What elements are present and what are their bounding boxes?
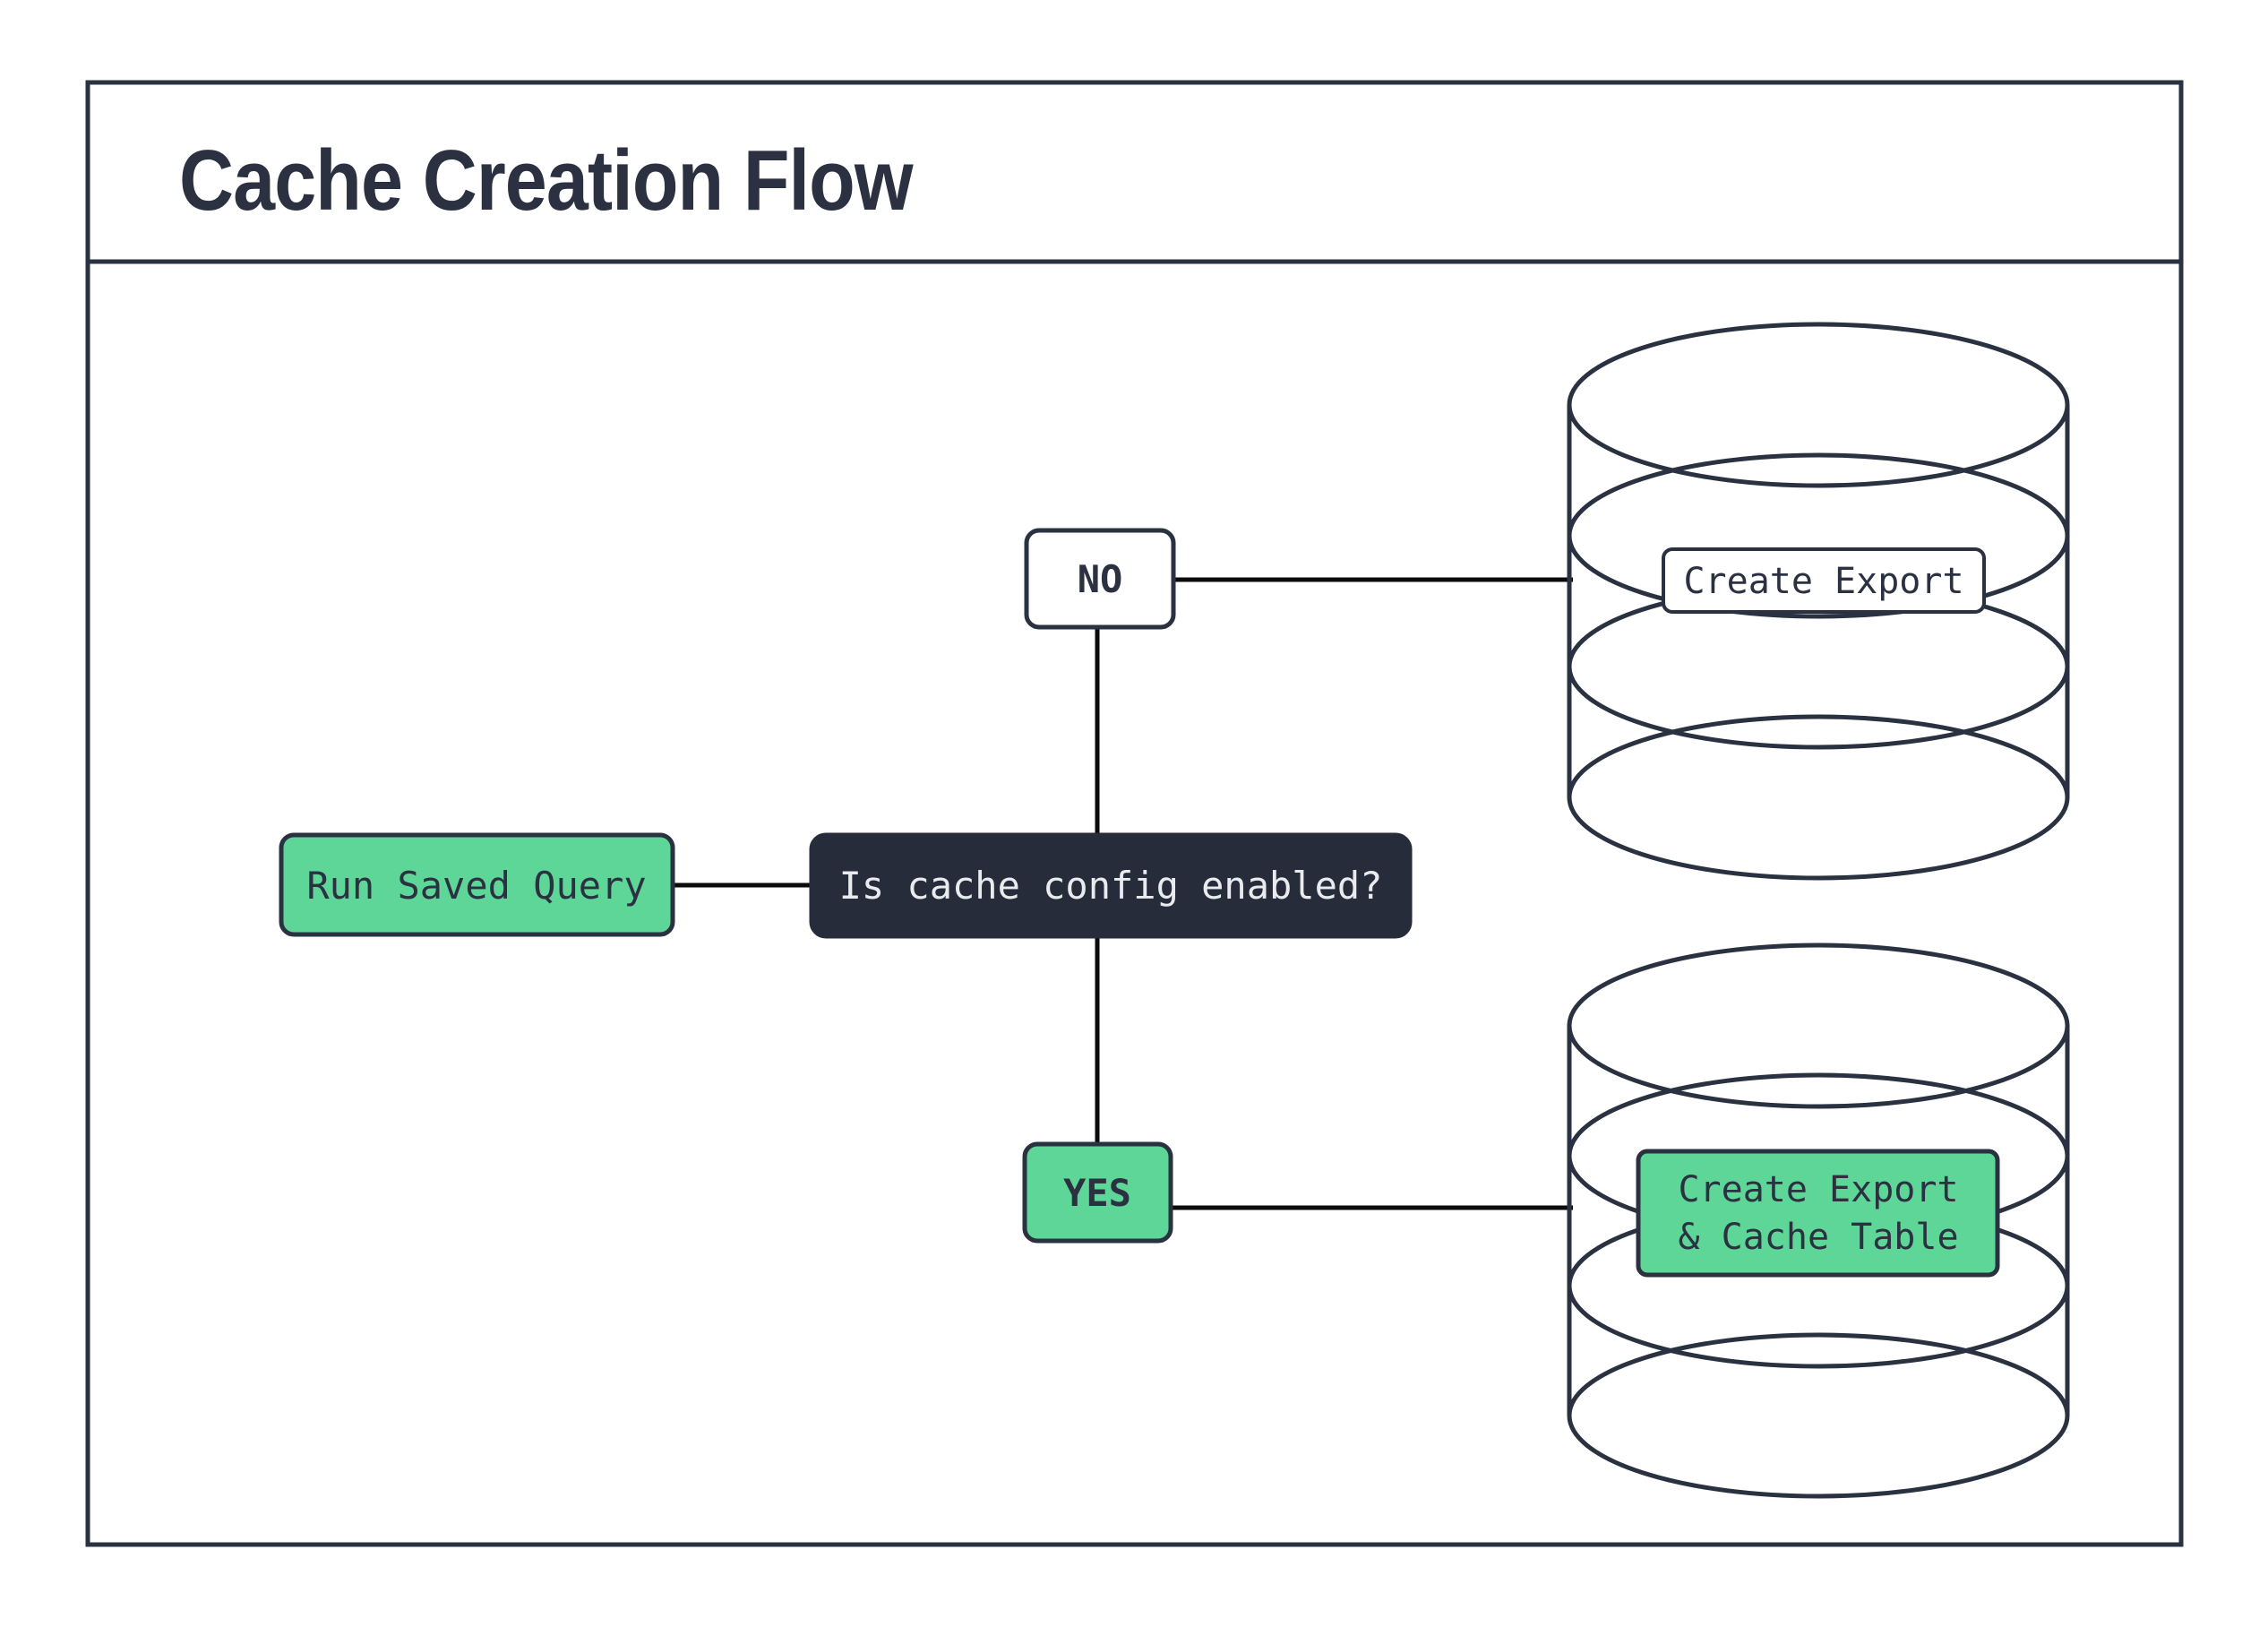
branch-no-box [1024,528,1176,630]
create-export-cache-table-label-box [1636,1149,2000,1278]
decision-node: Is cache config enabled? [809,832,1413,939]
create-export-cache-table-label-line1: Create Export [1678,1169,1958,1210]
decision-label: Is cache config enabled? [839,864,1383,908]
cylinder-top-ellipse [1567,322,2070,488]
branch-no-node: NO [1024,528,1176,630]
branch-yes-label: YES [1063,1171,1131,1215]
cylinder-disk [1567,452,2070,619]
database-cylinder-export: Create Export [1567,322,2070,881]
create-export-label: Create Export [1683,561,1963,602]
database-cylinder-cache: Create Export & Cache Table [1567,943,2070,1499]
cylinder-top-ellipse [1567,943,2070,1109]
cylinder-disk [1567,714,2070,881]
create-export-label-box [1662,547,1986,614]
run-saved-query-box [279,832,675,937]
diagram-frame [85,80,2184,1547]
create-export-cache-table-label-line2: & Cache Table [1678,1217,1958,1258]
decision-box [809,832,1413,939]
branch-no-label: NO [1078,557,1123,601]
branch-yes-box [1022,1141,1173,1244]
page-title: Cache Creation Flow [179,133,914,228]
run-saved-query-label: Run Saved Query [306,864,646,908]
cylinder-disk [1567,1332,2070,1499]
run-saved-query-node: Run Saved Query [279,832,675,937]
branch-yes-node: YES [1022,1141,1173,1244]
